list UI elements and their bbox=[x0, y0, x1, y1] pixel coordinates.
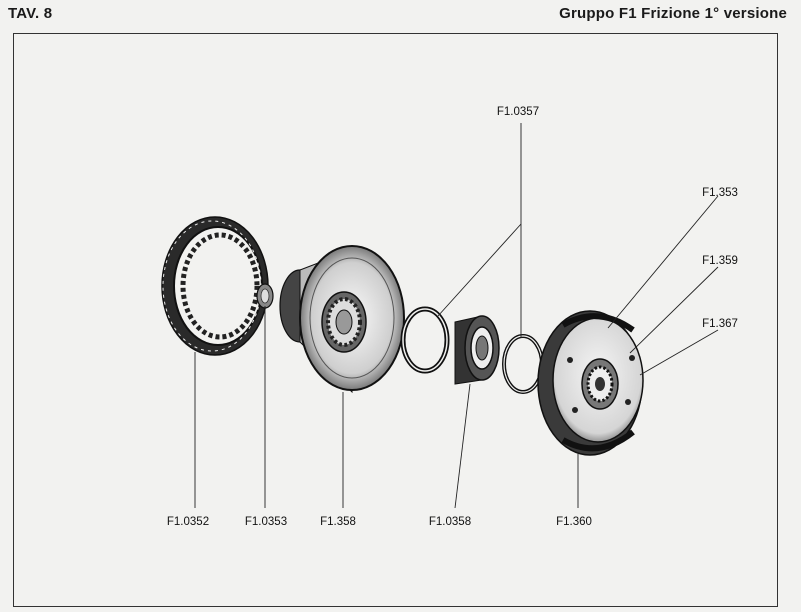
ball-bearing-part bbox=[454, 315, 500, 385]
clutch-plate-assembly bbox=[537, 310, 644, 456]
group-title: Gruppo F1 Frizione 1° versione bbox=[559, 5, 787, 22]
plate-number: TAV. 8 bbox=[8, 5, 53, 22]
drawing-frame bbox=[13, 33, 778, 607]
label-f1-358: F1.358 bbox=[320, 516, 356, 528]
label-f1-367: F1.367 bbox=[702, 318, 738, 330]
label-f1-353: F1.353 bbox=[702, 187, 738, 199]
label-f1-0352: F1.0352 bbox=[167, 516, 209, 528]
snap-ring-left bbox=[400, 306, 450, 374]
leader-lines bbox=[194, 123, 719, 509]
small-spring-part bbox=[256, 283, 274, 309]
clutch-bell-part bbox=[279, 245, 405, 394]
label-f1-360: F1.360 bbox=[556, 516, 592, 528]
snap-ring-right bbox=[502, 334, 544, 394]
label-f1-0353: F1.0353 bbox=[245, 516, 287, 528]
label-f1-359: F1.359 bbox=[702, 255, 738, 267]
label-f1-0357: F1.0357 bbox=[497, 106, 539, 118]
toothed-ring-part bbox=[161, 216, 269, 356]
label-f1-0358: F1.0358 bbox=[429, 516, 471, 528]
